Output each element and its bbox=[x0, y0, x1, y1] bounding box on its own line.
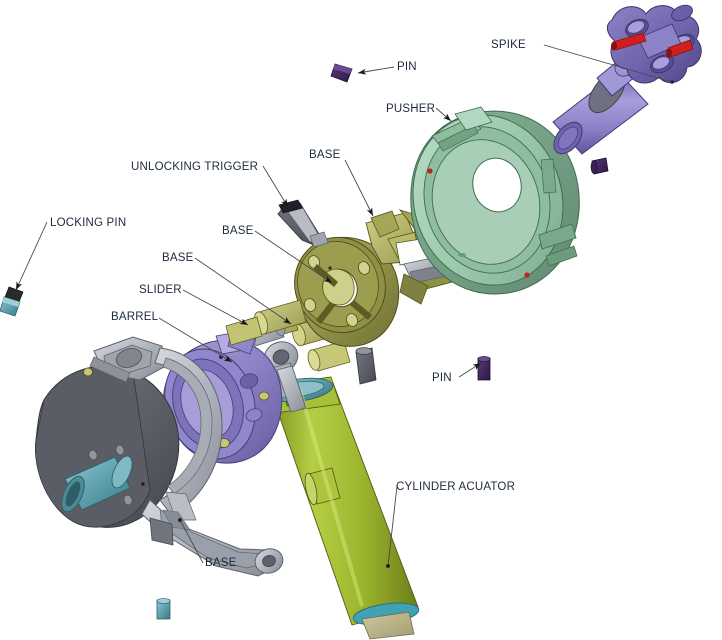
part-yoke-arm bbox=[83, 336, 284, 577]
label-barrel: BARREL bbox=[111, 311, 159, 323]
leader-base-mid bbox=[254, 230, 333, 284]
leader-lines bbox=[15, 44, 673, 567]
label-base-mid: BASE bbox=[222, 225, 254, 237]
label-cylinder-actuator: CYLINDER ACUATOR bbox=[396, 481, 515, 493]
part-pin-bottom-teal bbox=[156, 598, 171, 620]
label-unlocking-trigger: UNLOCKING TRIGGER bbox=[131, 161, 258, 173]
part-pin-right bbox=[590, 157, 609, 175]
part-locking-pin bbox=[0, 286, 24, 317]
label-base-low: BASE bbox=[162, 252, 194, 264]
part-pin-grey-centre bbox=[355, 347, 377, 385]
part-base-upper-bracket bbox=[370, 210, 400, 238]
leader-locking-pin bbox=[15, 221, 48, 291]
label-pusher: PUSHER bbox=[386, 103, 435, 115]
part-pusher bbox=[410, 106, 580, 295]
spike-red-pins bbox=[611, 32, 694, 58]
label-pin-mid: PIN bbox=[432, 372, 452, 384]
part-base-stubs bbox=[225, 299, 307, 346]
leader-unlocking-trigger bbox=[262, 165, 289, 208]
leader-pin-mid bbox=[458, 362, 482, 378]
label-slider: SLIDER bbox=[139, 284, 182, 296]
label-base-upper: BASE bbox=[309, 149, 341, 161]
leader-spike bbox=[543, 44, 673, 83]
leader-pusher bbox=[435, 107, 452, 122]
part-housing-disc bbox=[35, 365, 180, 528]
leader-base-bottom bbox=[179, 519, 204, 564]
leader-dots bbox=[178, 518, 390, 568]
leader-cylinder-actuator bbox=[387, 485, 398, 567]
leader-pin-top bbox=[357, 66, 395, 75]
part-cylinder-actuator bbox=[266, 376, 420, 640]
leader-base-low bbox=[194, 257, 292, 325]
part-pin-top bbox=[330, 63, 353, 83]
part-connecting-rod bbox=[276, 365, 307, 413]
label-locking-pin: LOCKING PIN bbox=[50, 217, 126, 229]
leader-slider bbox=[182, 289, 249, 326]
leader-base-upper bbox=[344, 159, 374, 217]
leader-barrel bbox=[158, 317, 233, 363]
label-spike: SPIKE bbox=[491, 39, 526, 51]
part-spike bbox=[552, 4, 702, 155]
callout-labels: SPIKE PIN PUSHER BASE UNLOCKING TRIGGER … bbox=[50, 39, 526, 569]
label-base-bottom: BASE bbox=[205, 557, 237, 569]
part-base-disc bbox=[294, 236, 400, 347]
part-unlocking-trigger bbox=[277, 199, 329, 248]
label-pin-top: PIN bbox=[397, 61, 417, 73]
part-pin-mid bbox=[477, 356, 491, 381]
